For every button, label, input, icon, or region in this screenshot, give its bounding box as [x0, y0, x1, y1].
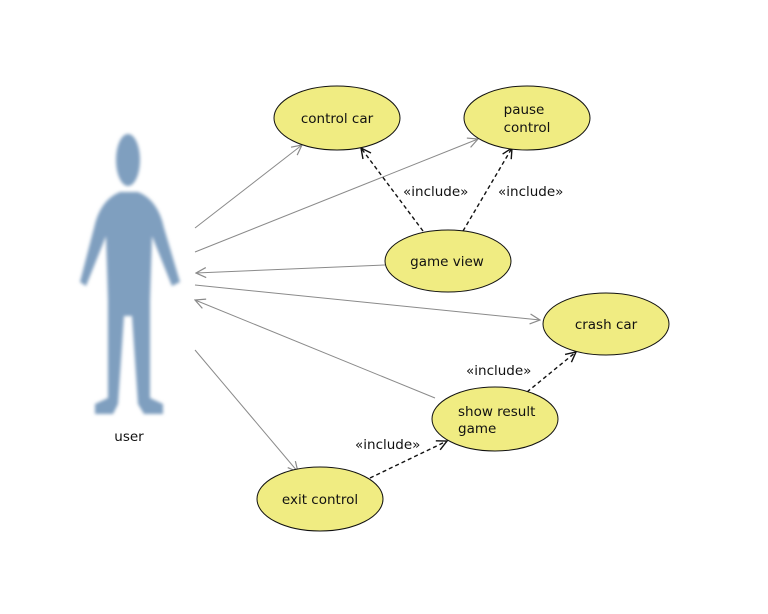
associations — [195, 139, 540, 472]
include-label-control-car: «include» — [403, 184, 468, 200]
association-exit-control — [194, 349, 298, 472]
include-arrow-crash-car — [526, 352, 576, 393]
actor-user: user — [80, 134, 180, 445]
use-case-label: exit control — [282, 492, 358, 508]
use-case-label-line-2: control — [504, 120, 551, 136]
use-case-game-view[interactable]: game view — [384, 229, 512, 293]
association-pause-control — [194, 139, 478, 253]
include-dependencies: «include» «include» «include» «include» — [355, 148, 576, 479]
use-case-label-line-2: game — [458, 421, 496, 437]
use-case-label-line-1: show result — [458, 404, 535, 420]
use-case-exit-control[interactable]: exit control — [256, 466, 384, 532]
use-case-control-car[interactable]: control car — [273, 85, 401, 151]
include-arrow-pause-control — [462, 148, 512, 232]
include-label-exit-control: «include» — [355, 437, 420, 453]
use-case-pause-control[interactable]: pause control — [463, 85, 591, 151]
association-game-view — [196, 264, 386, 273]
stick-figure-icon — [80, 134, 180, 414]
association-show-result-game — [195, 300, 436, 399]
use-case-show-result-game[interactable]: show result game — [431, 386, 559, 452]
use-cases: control car pause control game view cras… — [256, 85, 670, 532]
include-label-crash-car: «include» — [466, 363, 531, 379]
use-case-label-line-1: pause — [504, 102, 545, 118]
actor-label: user — [114, 429, 144, 445]
include-label-pause-control: «include» — [498, 184, 563, 200]
include-arrow-control-car — [361, 148, 424, 232]
include-arrow-show-result-game — [369, 441, 447, 479]
use-case-label: control car — [301, 111, 374, 127]
use-case-label: game view — [410, 254, 484, 270]
association-crash-car — [194, 284, 540, 320]
use-case-label: crash car — [575, 317, 638, 333]
use-case-crash-car[interactable]: crash car — [542, 292, 670, 356]
association-control-car — [194, 145, 302, 229]
